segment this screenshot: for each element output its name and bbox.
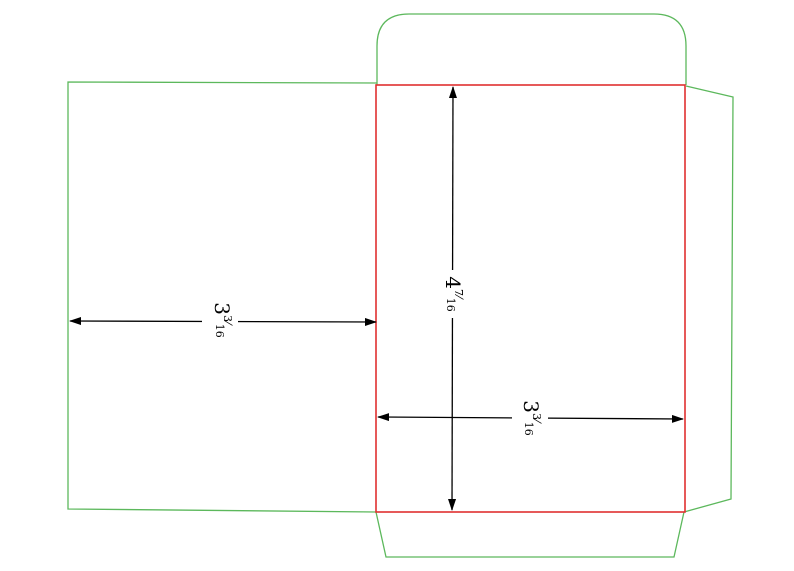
- front-panel-fold: [375, 84, 686, 513]
- panel-height-denominator: 16: [444, 298, 457, 312]
- right-flap-outline: [683, 85, 734, 513]
- left-flap-whole: 3: [211, 302, 235, 315]
- left-flap-denominator: 16: [213, 324, 226, 338]
- left-flap-numerator: 3: [221, 315, 234, 322]
- left-flap-outline: [67, 81, 378, 513]
- panel-height-numerator: 7: [452, 289, 465, 296]
- svg-text:47⁄16: 47⁄16: [442, 276, 466, 312]
- svg-text:33⁄16: 33⁄16: [211, 302, 235, 338]
- panel-width-numerator: 3: [530, 413, 543, 420]
- panel-width-label-bg: [512, 397, 548, 439]
- panel-width-whole: 3: [520, 400, 544, 413]
- panel-height-dimension-label: 47⁄16: [442, 276, 466, 312]
- panel-width-denominator: 16: [522, 422, 535, 436]
- panel-width-dimension-label: 33⁄16: [520, 400, 544, 436]
- left-flap-dimension-label: 33⁄16: [211, 302, 235, 338]
- left-flap-label-bg: [202, 300, 238, 340]
- top-flap-outline: [376, 13, 687, 85]
- bottom-flap-outline: [375, 511, 685, 558]
- panel-height-label-bg: [436, 270, 470, 318]
- svg-text:33⁄16: 33⁄16: [520, 400, 544, 436]
- panel-height-whole: 4: [442, 276, 466, 289]
